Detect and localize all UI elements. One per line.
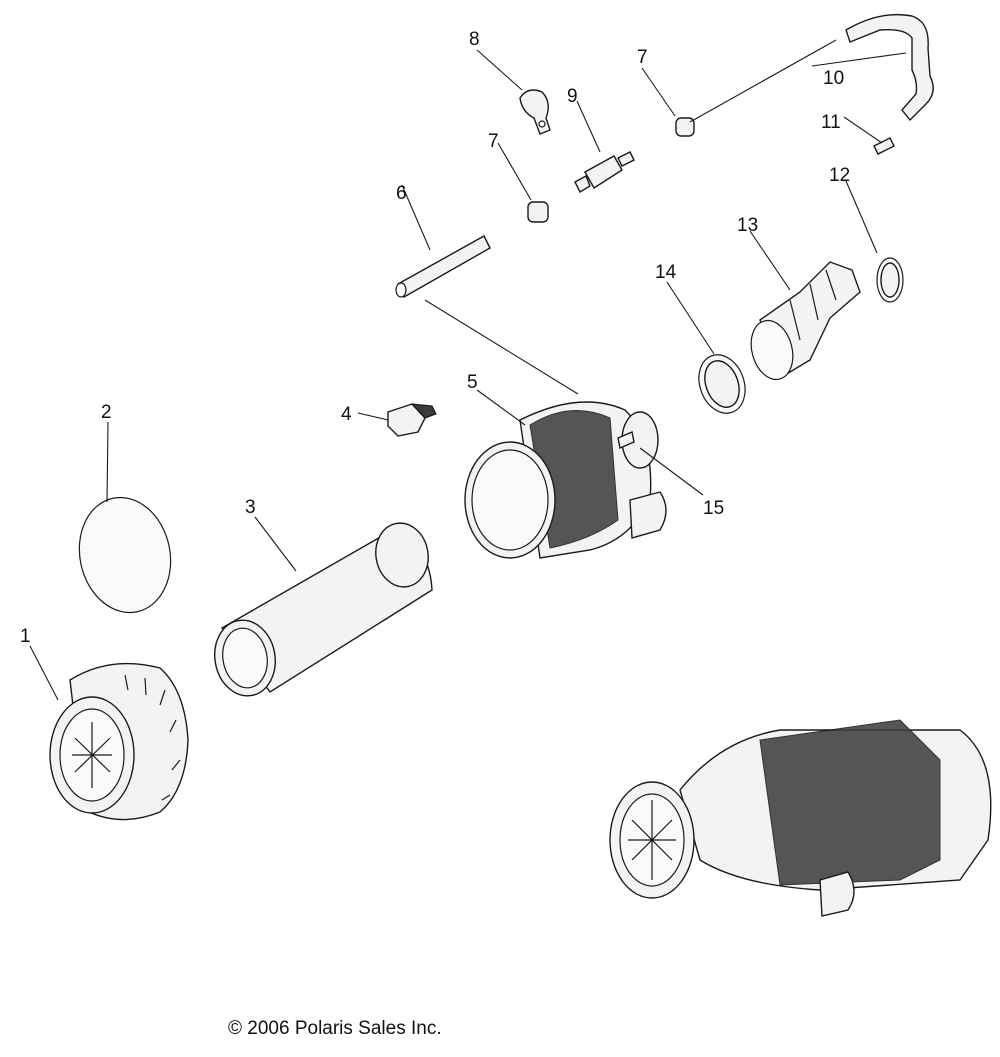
part-7-clamp-b [675,117,695,137]
part-15-screw [617,431,635,449]
callout-8: 8 [469,29,480,50]
callout-labels: 1 2 3 4 5 6 7 7 8 9 10 11 12 13 14 15 [20,29,850,647]
callout-10: 10 [823,68,844,89]
part-3-filter-element [214,522,433,697]
callout-9: 9 [567,86,578,107]
callout-4: 4 [341,404,352,425]
copyright-notice: © 2006 Polaris Sales Inc. [228,1018,442,1039]
callout-7-b: 7 [637,47,648,68]
part-2-gasket [78,496,172,614]
part-9-inline-breather [574,151,635,193]
assembled-airbox-view [609,719,992,917]
part-11-fitting [873,137,895,155]
callout-3: 3 [245,497,256,518]
callout-11: 11 [821,112,841,133]
callout-2: 2 [101,402,112,423]
callout-7-a: 7 [488,131,499,152]
callout-13: 13 [737,215,758,236]
callout-5: 5 [467,372,478,393]
part-14-large-clamp [698,354,746,414]
part-8-p-clamp [519,89,551,135]
part-6-tube [395,235,491,298]
part-10-breather-hose [845,13,934,122]
part-4-clip [387,403,437,437]
part-5-airbox-housing [464,401,667,559]
callout-14: 14 [655,262,677,283]
callout-12: 12 [829,165,850,186]
callout-15: 15 [703,498,724,519]
part-13-intake-boot [750,261,861,381]
part-7-clamp-a [527,201,549,223]
callout-6: 6 [396,183,407,204]
part-12-hose-clamp [876,257,904,303]
callout-1: 1 [20,626,31,647]
leader-lines [29,39,907,701]
part-1-airbox-cover [49,662,189,821]
